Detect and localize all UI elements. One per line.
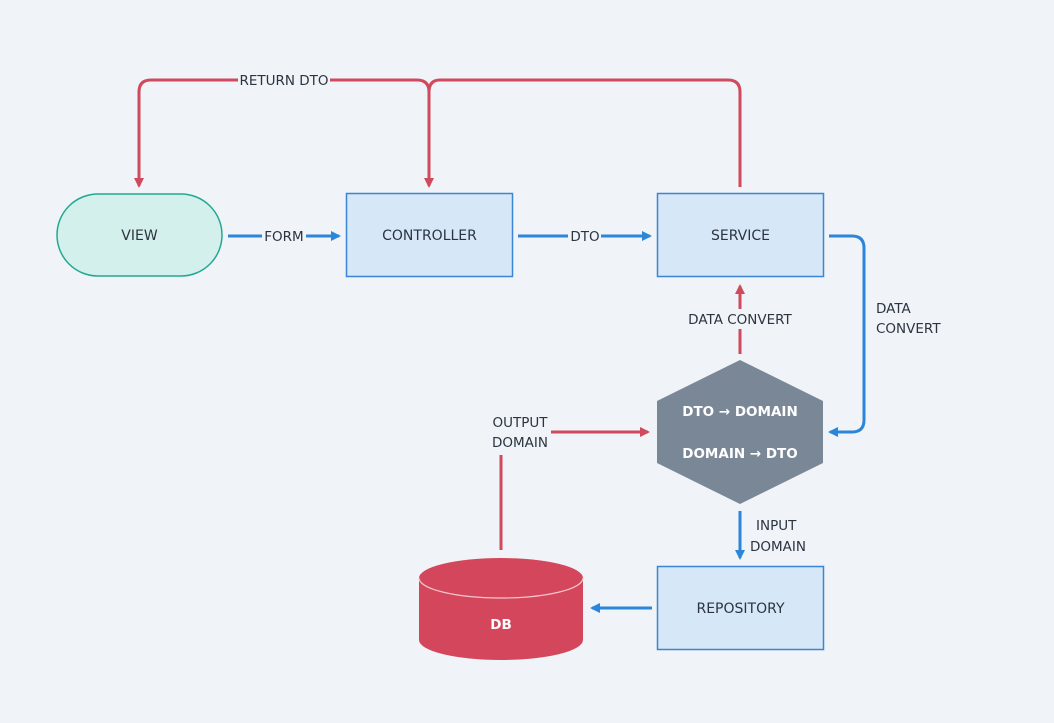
edge-label-input-domain-2: DOMAIN bbox=[750, 539, 806, 555]
edge-label-input-domain-1: INPUT bbox=[756, 518, 797, 534]
node-service-label: SERVICE bbox=[711, 228, 770, 244]
node-controller-label: CONTROLLER bbox=[382, 228, 477, 244]
edge-label-data-convert-right-2: CONVERT bbox=[876, 321, 941, 337]
node-view-label: VIEW bbox=[121, 228, 158, 244]
edge-label-output-domain-1: OUTPUT bbox=[492, 415, 548, 431]
edge-label-form: FORM bbox=[264, 229, 303, 245]
edge-return-dto bbox=[134, 78, 431, 188]
node-repository: REPOSITORY bbox=[656, 565, 825, 651]
node-converter-label-1: DTO → DOMAIN bbox=[682, 404, 798, 420]
edge-service-to-converter bbox=[828, 234, 866, 437]
node-service: SERVICE bbox=[656, 192, 825, 278]
edge-label-data-convert-up: DATA CONVERT bbox=[688, 312, 792, 328]
node-converter: DTO → DOMAIN DOMAIN → DTO bbox=[657, 360, 823, 504]
node-repository-label: REPOSITORY bbox=[696, 601, 784, 617]
node-view: VIEW bbox=[56, 193, 223, 277]
node-controller: CONTROLLER bbox=[345, 192, 514, 278]
node-db-label: DB bbox=[490, 617, 512, 633]
node-db: DB bbox=[418, 558, 584, 660]
data-convert-up-label-bg bbox=[684, 309, 796, 329]
edge-label-dto: DTO bbox=[570, 229, 599, 245]
edge-label-data-convert-right-1: DATA bbox=[876, 301, 912, 317]
edge-label-return-dto: RETURN DTO bbox=[239, 73, 328, 89]
edge-service-to-controller bbox=[424, 78, 742, 188]
return-dto-label-bg bbox=[238, 70, 330, 90]
node-converter-label-2: DOMAIN → DTO bbox=[682, 446, 798, 462]
edge-label-output-domain-2: DOMAIN bbox=[492, 435, 548, 451]
